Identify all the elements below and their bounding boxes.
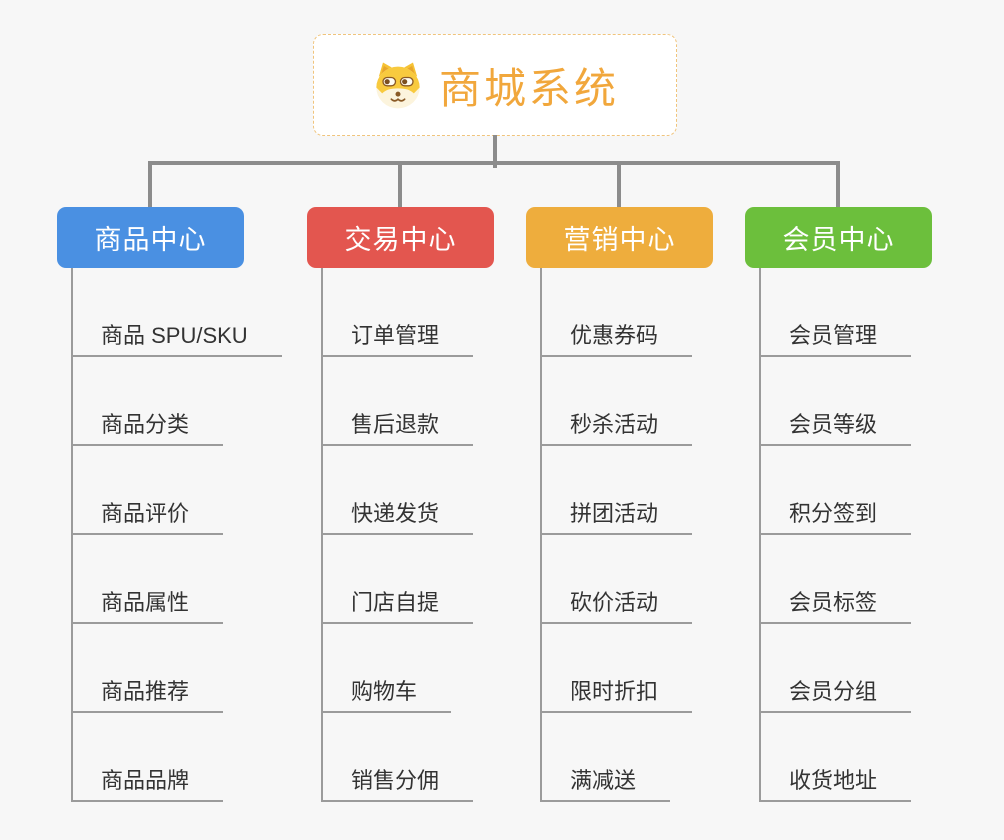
dog-icon (376, 62, 420, 109)
leaf-node[interactable]: 销售分佣 (321, 758, 474, 802)
leaf-node[interactable]: 门店自提 (321, 580, 474, 624)
leaf-node[interactable]: 售后退款 (321, 402, 474, 446)
connector-drop-4 (836, 161, 840, 207)
leaf-node[interactable]: 商品分类 (71, 402, 224, 446)
leaf-node[interactable]: 商品评价 (71, 491, 224, 535)
leaf-node[interactable]: 满减送 (540, 758, 671, 802)
connector-bus (148, 161, 840, 165)
leaf-node[interactable]: 会员分组 (759, 669, 912, 713)
branch-node-member-center[interactable]: 会员中心 (745, 207, 932, 268)
connector-root-stub (493, 135, 497, 168)
root-title: 商城系统 (438, 64, 619, 112)
trunk-line-marketing (540, 268, 542, 802)
branch-node-marketing-center[interactable]: 营销中心 (526, 207, 713, 268)
branch-node-product-center[interactable]: 商品中心 (57, 207, 244, 268)
root-node[interactable]: 商城系统 (313, 34, 677, 136)
branch-node-trade-center[interactable]: 交易中心 (307, 207, 494, 268)
leaf-node[interactable]: 商品推荐 (71, 669, 224, 713)
leaf-node[interactable]: 积分签到 (759, 491, 912, 535)
leaf-node[interactable]: 会员管理 (759, 313, 912, 357)
leaf-node[interactable]: 购物车 (321, 669, 452, 713)
trunk-line-member (759, 268, 761, 802)
leaf-node[interactable]: 商品品牌 (71, 758, 224, 802)
connector-drop-1 (148, 161, 152, 207)
leaf-node[interactable]: 商品属性 (71, 580, 224, 624)
trunk-line-product (71, 268, 73, 802)
trunk-line-trade (321, 268, 323, 802)
leaf-node[interactable]: 商品 SPU/SKU (71, 313, 282, 357)
leaf-node[interactable]: 会员等级 (759, 402, 912, 446)
connector-drop-2 (398, 161, 402, 207)
leaf-node[interactable]: 拼团活动 (540, 491, 693, 535)
leaf-node[interactable]: 快递发货 (321, 491, 474, 535)
leaf-node[interactable]: 限时折扣 (540, 669, 693, 713)
leaf-node[interactable]: 砍价活动 (540, 580, 693, 624)
leaf-node[interactable]: 秒杀活动 (540, 402, 693, 446)
leaf-node[interactable]: 收货地址 (759, 758, 912, 802)
connector-drop-3 (617, 161, 621, 207)
leaf-node[interactable]: 会员标签 (759, 580, 912, 624)
leaf-node[interactable]: 订单管理 (321, 313, 474, 357)
leaf-node[interactable]: 优惠券码 (540, 313, 693, 357)
